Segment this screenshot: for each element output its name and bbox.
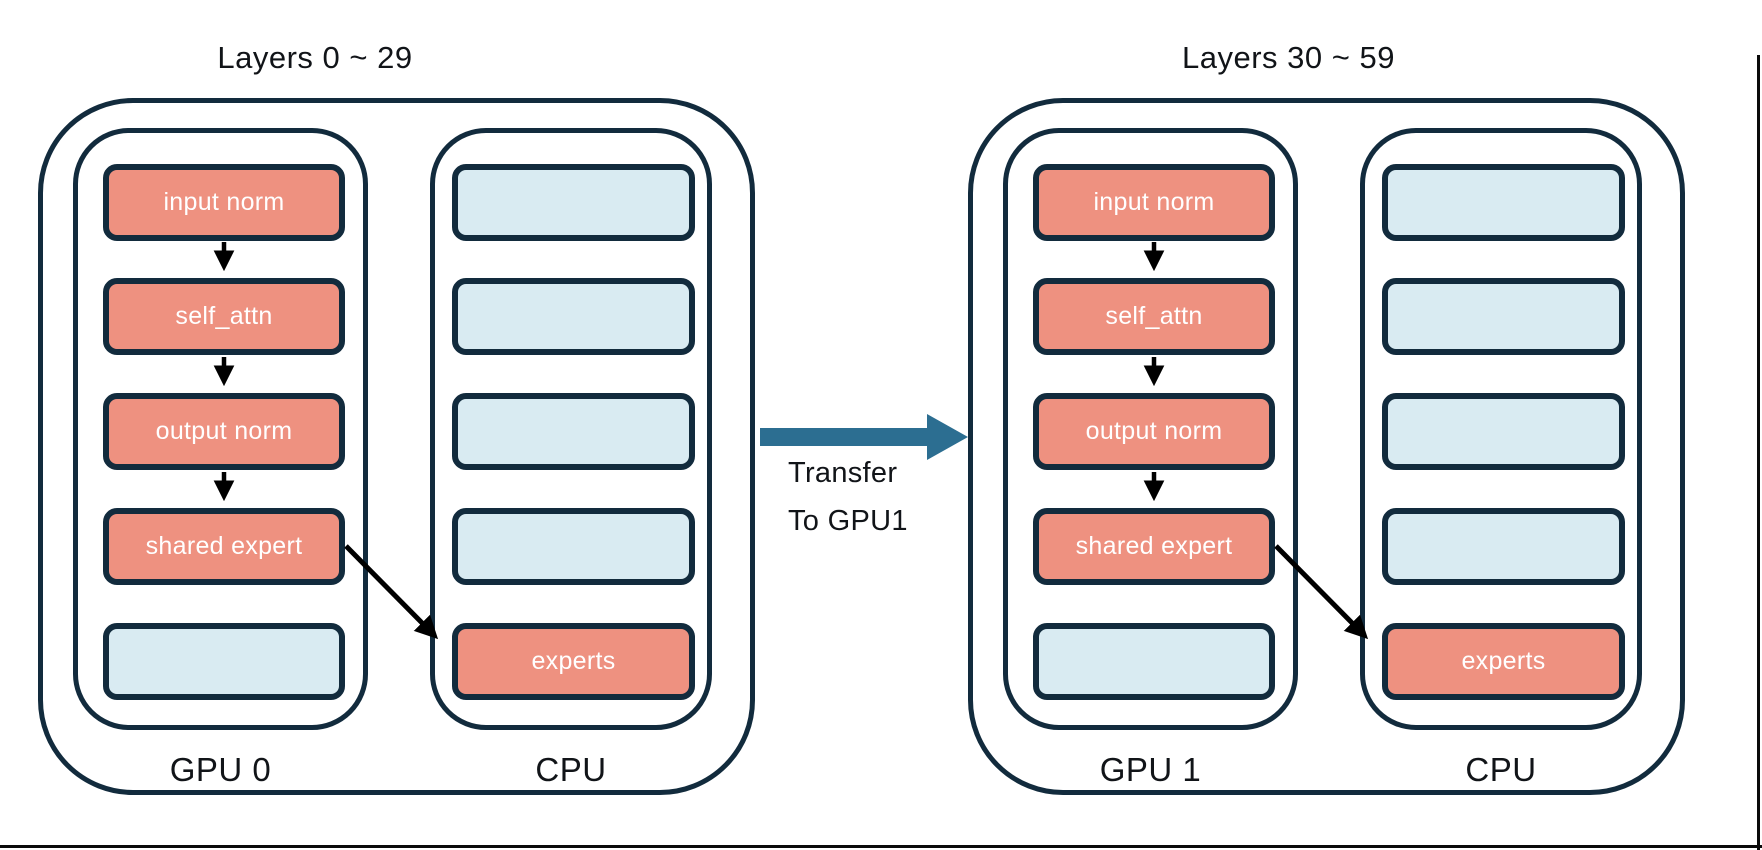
box-label: output norm — [155, 417, 293, 445]
box-experts: experts — [452, 623, 695, 700]
box-experts: experts — [1382, 623, 1625, 700]
transfer-label-line1: Transfer — [788, 457, 898, 489]
box-input-norm: input norm — [103, 164, 345, 241]
box-empty-cpu-slot — [1382, 164, 1625, 241]
transfer-label: Transfer To GPU1 — [788, 449, 1008, 545]
box-empty-cpu-slot — [452, 393, 695, 470]
box-shared-expert: shared expert — [1033, 508, 1275, 585]
page-edge-bottom-line — [0, 845, 1762, 848]
transfer-label-line2: To GPU1 — [788, 505, 908, 537]
box-label: shared expert — [145, 532, 303, 560]
layer-group-left: Layers 0 ~ 29 input norm self_attn outpu… — [0, 0, 760, 850]
gpu0-label: GPU 0 — [169, 751, 272, 788]
group-title-right: Layers 30 ~ 59 — [1182, 40, 1395, 75]
box-empty-cpu-slot — [452, 508, 695, 585]
box-empty-cpu-slot — [452, 278, 695, 355]
page-edge-right-line — [1757, 55, 1760, 850]
layer-group-right: Layers 30 ~ 59 input norm self_attn outp… — [930, 0, 1690, 850]
box-empty-cpu-slot — [1382, 393, 1625, 470]
box-empty-cpu-slot — [452, 164, 695, 241]
box-self-attn: self_attn — [1033, 278, 1275, 355]
cpu-label-right: CPU — [1465, 751, 1537, 788]
box-label: experts — [531, 647, 616, 675]
box-label: experts — [1461, 647, 1546, 675]
box-output-norm: output norm — [1033, 393, 1275, 470]
group-title-left: Layers 0 ~ 29 — [217, 40, 413, 75]
box-empty-gpu-slot — [103, 623, 345, 700]
box-empty-gpu-slot — [1033, 623, 1275, 700]
box-shared-expert: shared expert — [103, 508, 345, 585]
box-self-attn: self_attn — [103, 278, 345, 355]
box-label: shared expert — [1075, 532, 1233, 560]
box-label: self_attn — [1105, 302, 1203, 330]
box-label: input norm — [163, 188, 285, 216]
box-label: input norm — [1093, 188, 1215, 216]
gpu1-label: GPU 1 — [1099, 751, 1202, 788]
box-input-norm: input norm — [1033, 164, 1275, 241]
box-empty-cpu-slot — [1382, 278, 1625, 355]
box-label: self_attn — [175, 302, 273, 330]
box-empty-cpu-slot — [1382, 508, 1625, 585]
box-label: output norm — [1085, 417, 1223, 445]
cpu-label-left: CPU — [535, 751, 607, 788]
box-output-norm: output norm — [103, 393, 345, 470]
